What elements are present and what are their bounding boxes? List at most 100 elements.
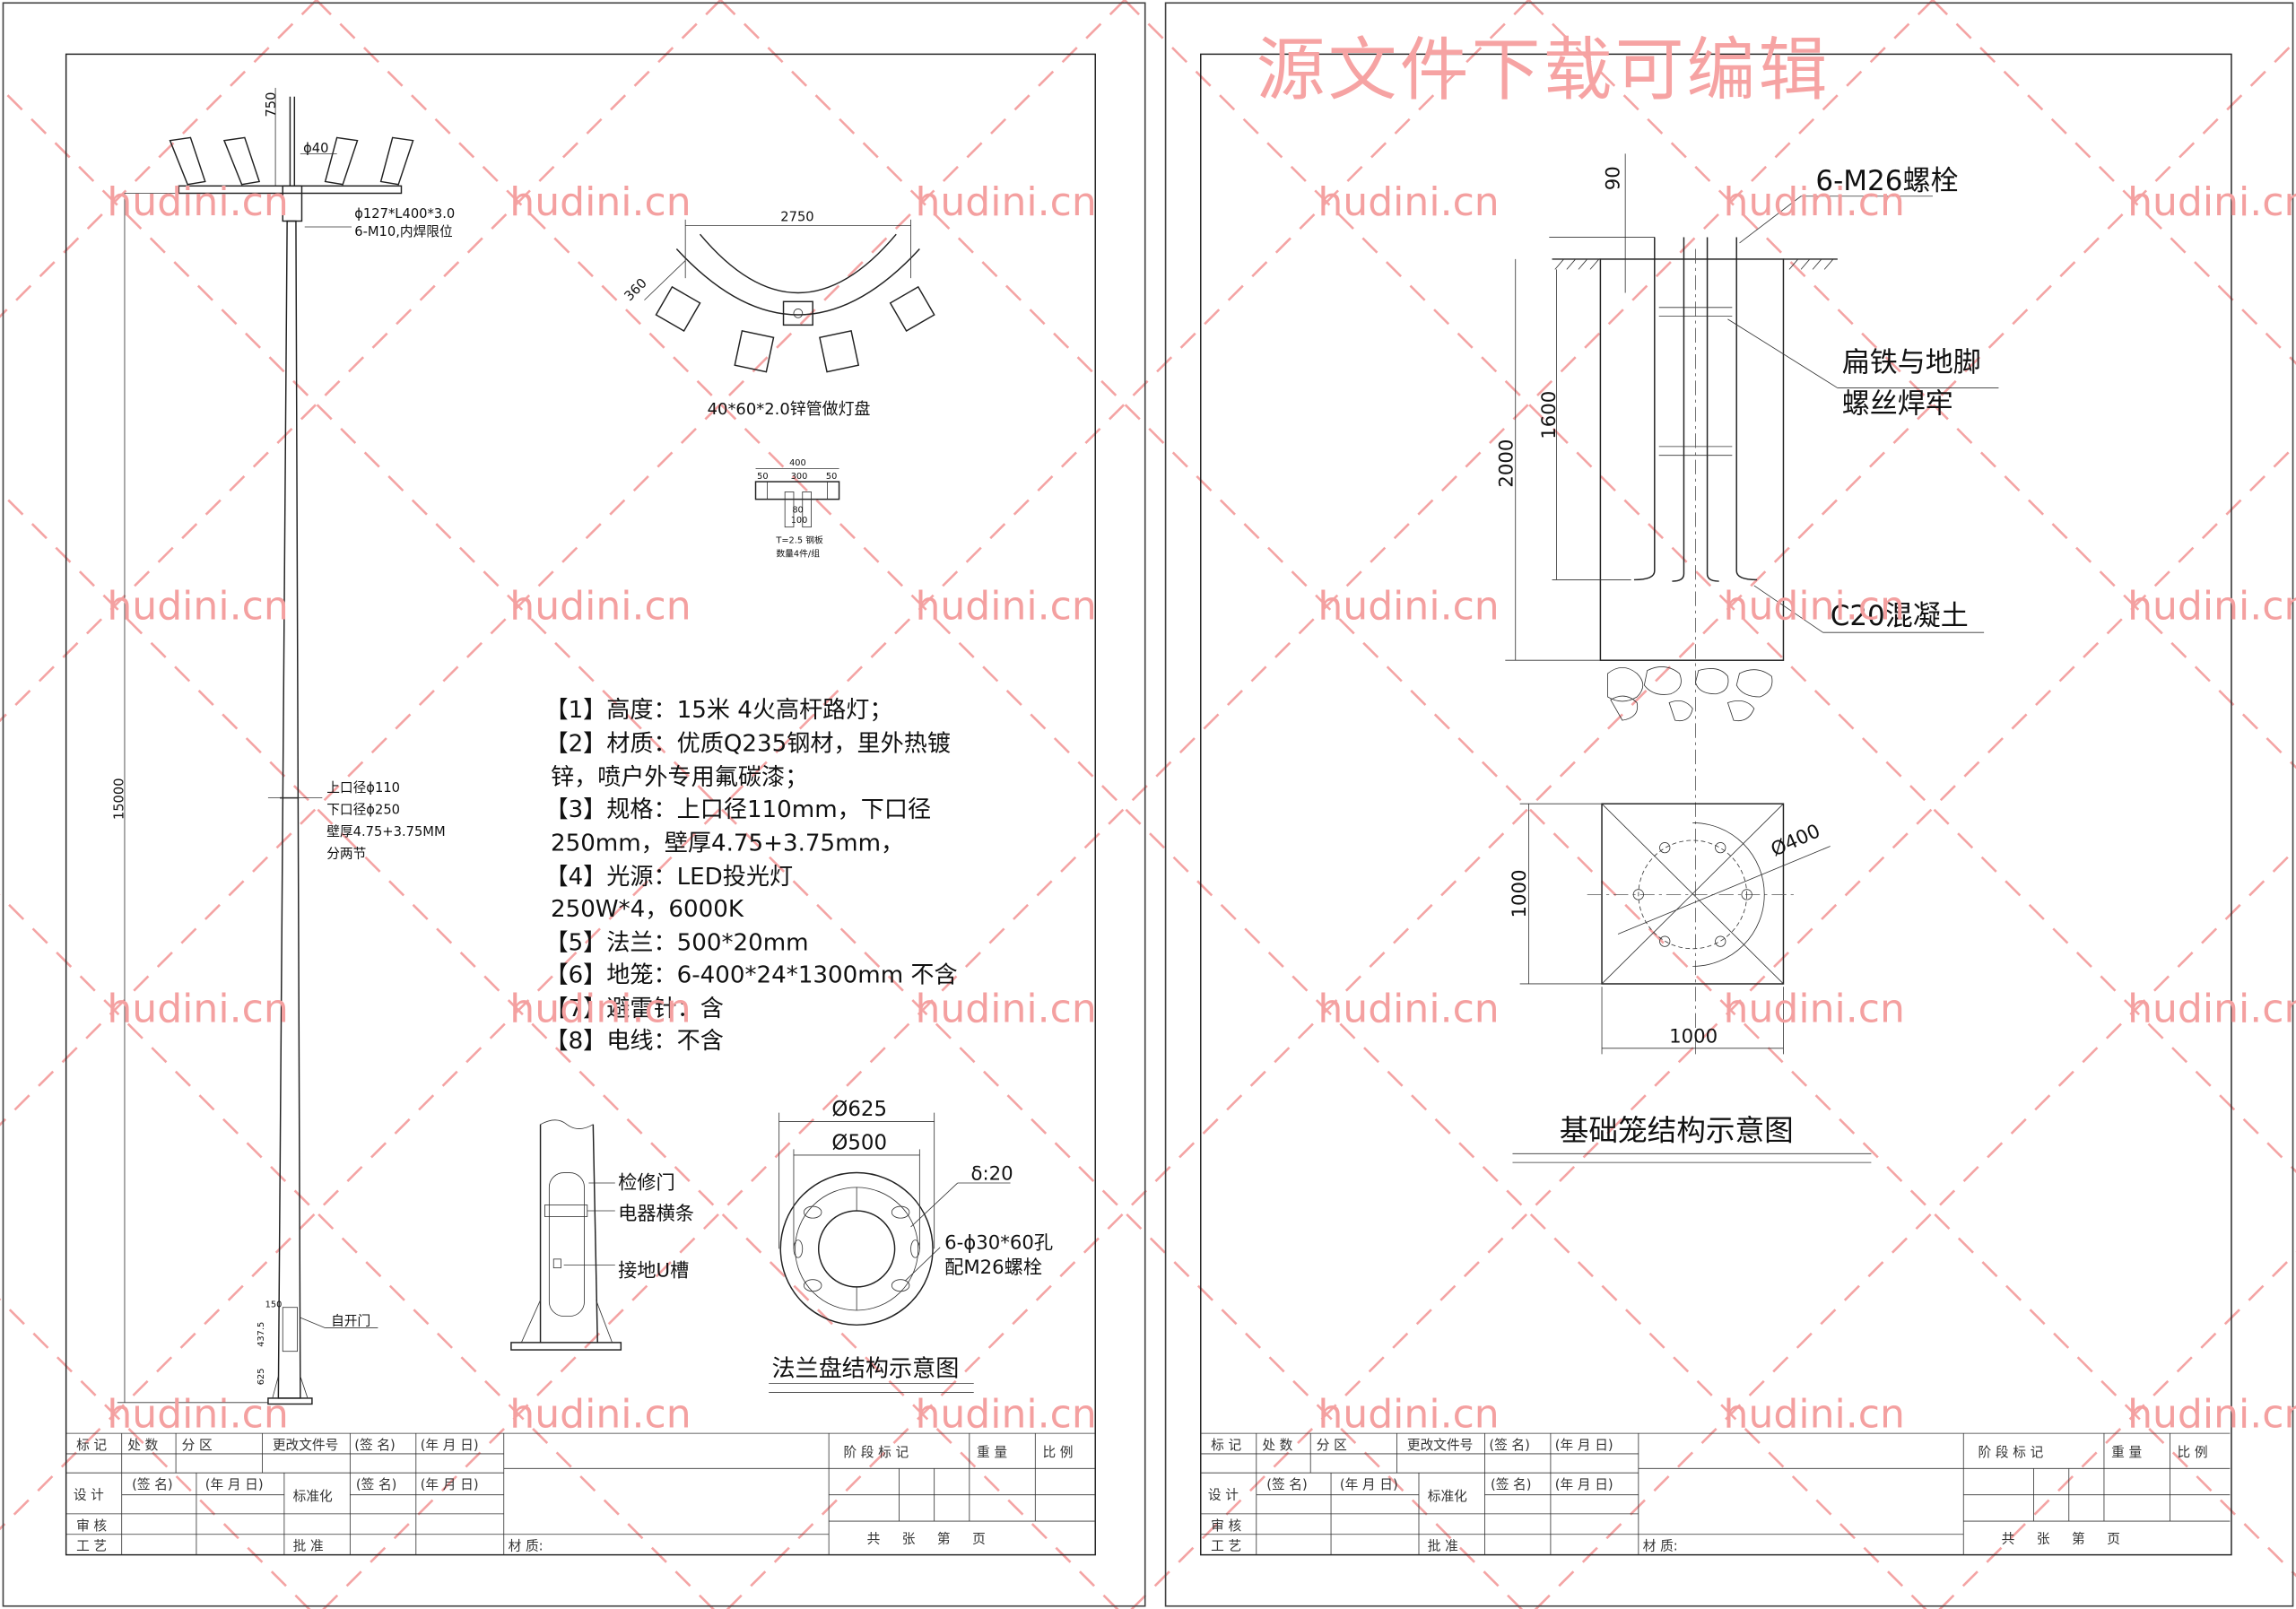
bracket-detail (754, 467, 840, 528)
title-block-cell: 阶 段 标 记 (1979, 1445, 2044, 1460)
title-block-cell: 更改文件号 (273, 1438, 338, 1453)
watermark-text: hudini.cn hudini.cn hudini.cn hudini.cn hudi… (107, 179, 2296, 1438)
flange-dim-625: Ø625 (831, 1098, 887, 1121)
title-block-cell: 分 区 (182, 1438, 213, 1453)
title-block-cell: (签 名) (1491, 1477, 1532, 1492)
bracket-dim-50: 50 (757, 472, 768, 482)
watermark: hudini.cn (107, 986, 288, 1031)
base-label: 接地U槽 (618, 1259, 689, 1282)
disk-caption: 40*60*2.0锌管做灯盘 (708, 400, 871, 419)
title-block-cell: 张 (902, 1532, 916, 1547)
watermark: hudini.cn (1318, 986, 1499, 1031)
bracket-dim-100: 100 (791, 516, 808, 526)
sleeve-bolts: 6-M10,内焊限位 (354, 224, 453, 239)
disk-dim-360: 360 (622, 275, 650, 304)
title-block-cell: 标 记 (76, 1438, 107, 1453)
title-block-cell: 第 (937, 1531, 951, 1547)
title-block-cell: 分 区 (1317, 1438, 1347, 1453)
title-block-cell: 重 量 (977, 1445, 1007, 1460)
dim-phi40: ϕ40 (303, 141, 328, 156)
watermark: hudini.cn (915, 1392, 1096, 1438)
dim-90: 90 (1603, 166, 1625, 190)
title-block-cell: 共 (867, 1532, 881, 1547)
title-block-cell: 批 准 (1428, 1539, 1458, 1554)
pole-note: 下口径ϕ250 (326, 803, 400, 818)
watermark: hudini.cn (1724, 179, 1905, 225)
title-block-cell: (签 名) (132, 1477, 173, 1492)
title-block-cell: 材 质: (509, 1539, 544, 1554)
flange-title: 法兰盘结构示意图 (771, 1355, 959, 1382)
watermark: hudini.cn (509, 584, 691, 630)
spec-line: 【7】避雷针：含 (544, 996, 723, 1022)
title-block-cell: (年 月 日) (1555, 1438, 1613, 1453)
flange-plan (769, 1112, 1011, 1393)
title-block-cell: 阶 段 标 记 (843, 1445, 909, 1460)
right-sheet-inner-frame (1200, 53, 2232, 1556)
left-sheet-border (2, 2, 1146, 1607)
spec-line: 【3】规格：上口径110mm，下口径 (544, 796, 931, 823)
watermark: hudini.cn (1318, 584, 1499, 630)
pole-note: 壁厚4.75+3.75MM (326, 824, 445, 839)
title-block-right: 标 记处 数分 区更改文件号(签 名)(年 月 日)设 计(签 名)(年 月 日… (1200, 1432, 2231, 1555)
spec-line: 【5】法兰：500*20mm (544, 929, 808, 956)
title-block-cell: 批 准 (293, 1539, 324, 1554)
title-block-cell: (年 月 日) (1340, 1477, 1398, 1492)
title-block-cell: 审 核 (1211, 1518, 1241, 1534)
plan-dim-vertical: 1000 (1509, 869, 1531, 918)
watermark: hudini.cn (509, 1392, 691, 1438)
title-block-cell: (年 月 日) (421, 1477, 479, 1492)
watermark-line (0, 85, 1524, 1609)
title-block-cell: 页 (2107, 1532, 2120, 1547)
spec-list: 【1】高度：15米 4火高杆路灯； 【2】材质：优质Q235钢材，里外热镀 锌，… (544, 697, 957, 1055)
flange-dim-500: Ø500 (831, 1131, 887, 1154)
dim-625: 625 (257, 1369, 266, 1386)
dim-750: 750 (264, 92, 279, 117)
watermark-line (0, 490, 1119, 1609)
anchor-bolt-label: 6-M26螺栓 (1815, 165, 1958, 197)
pole-elevation (117, 87, 414, 1405)
plan-dim-horizontal: 1000 (1669, 1025, 1718, 1048)
watermark: hudini.cn (1318, 179, 1499, 225)
spec-line: 250mm，壁厚4.75+3.75mm， (551, 830, 904, 857)
title-block-cell: 共 (2002, 1532, 2015, 1547)
spec-line: 【4】光源：LED投光灯 (544, 864, 793, 891)
title-block-cell: 页 (972, 1532, 986, 1547)
weld-label: 扁铁与地脚 (1842, 347, 1981, 379)
watermark: hudini.cn (2127, 986, 2296, 1031)
watermark: hudini.cn (1724, 986, 1905, 1031)
plan-dim-diameter: Ø400 (1768, 820, 1823, 861)
watermark: hudini.cn (107, 1392, 288, 1438)
watermark: hudini.cn (107, 179, 288, 225)
watermark-line (1932, 0, 2296, 365)
bracket-dim-50: 50 (826, 472, 837, 482)
foundation-section (1505, 153, 1999, 1055)
title-block-cell: 比 例 (2178, 1445, 2208, 1460)
disk-dim-2750: 2750 (780, 209, 813, 224)
dim-2000: 2000 (1495, 439, 1518, 488)
dim-15000: 15000 (111, 778, 126, 820)
foundation-title: 基础笼结构示意图 (1560, 1114, 1794, 1148)
title-block-cell: (签 名) (1489, 1438, 1530, 1453)
title-block-cell: 标准化 (293, 1489, 333, 1504)
title-block-cell: 审 核 (76, 1518, 107, 1534)
weld-label: 螺丝焊牢 (1842, 387, 1953, 420)
sleeve-spec: ϕ127*L400*3.0 (354, 206, 455, 222)
title-block-cell: (签 名) (1266, 1477, 1308, 1492)
left-sheet-inner-frame (65, 53, 1096, 1556)
pole-note: 上口径ϕ110 (326, 780, 400, 796)
title-block-cell: (年 月 日) (1555, 1477, 1613, 1492)
watermark-line (1527, 0, 2296, 770)
pole-base-detail (510, 1119, 622, 1351)
title-block-cell: 第 (2072, 1531, 2085, 1547)
title-block-left: 标 记处 数分 区更改文件号(签 名)(年 月 日)设 计(签 名)(年 月 日… (65, 1432, 1096, 1555)
spec-line: 【2】材质：优质Q235钢材，里外热镀 (544, 730, 951, 757)
watermark-line (1130, 443, 2296, 1609)
watermark: hudini.cn (509, 986, 691, 1031)
floodlight-icon (169, 136, 414, 186)
lamp-disk-plan (644, 219, 935, 373)
door-label: 自开门 (331, 1313, 370, 1328)
spec-line: 锌，喷户外专用氟碳漆； (551, 764, 808, 791)
title-block-cell: (签 名) (356, 1477, 397, 1492)
right-sheet-border (1164, 2, 2294, 1607)
